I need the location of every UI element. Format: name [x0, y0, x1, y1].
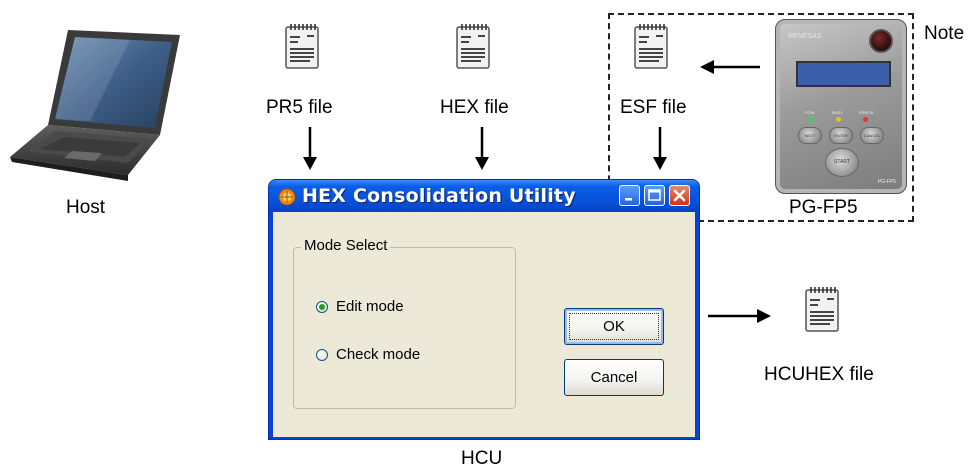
led-label-busy: BUSY	[832, 110, 843, 115]
hex-down-arrow	[475, 127, 489, 170]
led-busy	[836, 117, 841, 122]
device-to-esf-arrow	[700, 60, 760, 74]
radio-button-checked[interactable]	[316, 300, 328, 313]
led-label-pow: POW	[805, 110, 815, 115]
close-button[interactable]	[669, 185, 690, 206]
focus-ring	[569, 313, 659, 340]
pg-fp5-label: PG-FP5	[789, 197, 858, 218]
mode-select-group: Mode Select Edit mode Check mode	[293, 237, 516, 409]
hcuhex-file-icon	[805, 287, 839, 332]
note-dashed-box	[608, 13, 914, 222]
dialog-titlebar[interactable]: HEX Consolidation Utility	[269, 180, 699, 212]
minimize-button[interactable]	[619, 185, 640, 206]
dialog-to-hcuhex-arrow	[708, 309, 771, 323]
hex-file-label: HEX file	[440, 97, 509, 118]
pg-fp5-device: RENESAS POW BUSY ERROR NEXT ENTER CANCEL…	[775, 19, 907, 194]
maximize-icon	[648, 189, 661, 201]
dialog-title: HEX Consolidation Utility	[302, 185, 576, 207]
reset-button	[869, 29, 893, 53]
mode-select-title: Mode Select	[301, 237, 391, 254]
key-next: NEXT	[798, 127, 822, 144]
close-icon	[673, 189, 686, 202]
led-label-error: ERROR	[859, 110, 874, 115]
esf-file-label: ESF file	[620, 97, 687, 118]
radio-dot	[319, 303, 325, 310]
hcu-label: HCU	[461, 448, 503, 469]
cancel-button-label: Cancel	[590, 369, 638, 386]
cancel-button[interactable]: Cancel	[564, 359, 664, 396]
device-model: PG-FP5	[877, 179, 896, 185]
ok-button[interactable]: OK	[564, 308, 664, 345]
maximize-button[interactable]	[644, 185, 665, 206]
ok-button-label: OK	[603, 318, 625, 335]
radio-button-unchecked[interactable]	[316, 348, 328, 361]
edit-mode-radio[interactable]: Edit mode	[316, 298, 404, 315]
check-mode-label: Check mode	[336, 346, 421, 363]
key-enter: ENTER	[829, 127, 853, 144]
device-brand: RENESAS	[788, 33, 822, 40]
hex-consolidation-dialog: HEX Consolidation Utility Mode Select Ed…	[268, 179, 700, 440]
esf-down-arrow	[653, 127, 667, 170]
dialog-client-area: Mode Select Edit mode Check mode OK Canc…	[273, 212, 695, 437]
hcuhex-file-label: HCUHEX file	[764, 364, 874, 385]
host-label: Host	[66, 197, 106, 218]
check-mode-radio[interactable]: Check mode	[316, 346, 420, 363]
pr5-file-icon	[285, 24, 319, 69]
minimize-icon	[625, 198, 632, 201]
key-cancel: CANCEL	[860, 127, 884, 144]
hex-file-icon	[456, 24, 490, 69]
pr5-file-label: PR5 file	[266, 97, 333, 118]
edit-mode-label: Edit mode	[336, 298, 404, 315]
note-label: Note	[924, 23, 965, 44]
key-start: START	[825, 148, 859, 177]
pr5-down-arrow	[303, 127, 317, 170]
laptop-icon	[10, 30, 180, 181]
app-icon	[278, 188, 296, 206]
led-pow	[808, 117, 813, 122]
esf-file-icon	[634, 24, 668, 69]
device-lcd	[796, 61, 891, 87]
led-error	[863, 117, 868, 122]
